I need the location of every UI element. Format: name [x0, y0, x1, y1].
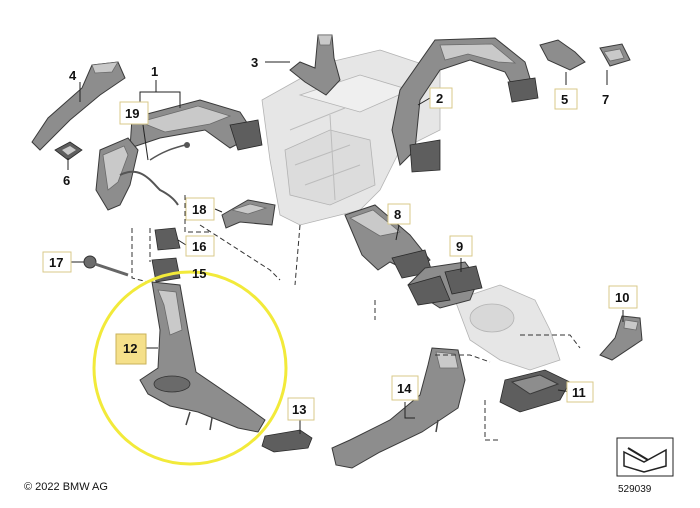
copyright-text: © 2022 BMW AG: [24, 481, 108, 493]
callout-14-label: 14: [397, 381, 412, 396]
part-10-vent: [599, 315, 643, 361]
part-4-duct: [31, 61, 126, 151]
callout-4-label: 4: [69, 68, 77, 83]
callout-13: 13: [287, 397, 315, 421]
part-8-duct: [344, 204, 433, 279]
callout-4: 4: [69, 68, 77, 83]
callout-2: 2: [429, 87, 453, 109]
callout-16-label: 16: [192, 239, 206, 254]
callout-19: 19: [119, 101, 149, 125]
callout-10: 10: [608, 285, 638, 309]
callout-13-label: 13: [292, 402, 306, 417]
reference-arrow-icon: [627, 447, 649, 461]
highlight-circle: [92, 270, 288, 466]
callout-3: 3: [251, 55, 258, 70]
diagram-reference-box: 529039: [616, 437, 674, 495]
part-6-clip: [54, 141, 83, 161]
callout-12: 12: [115, 333, 147, 365]
callout-1: 1: [151, 64, 158, 79]
callout-5-label: 5: [561, 92, 568, 107]
part-17-screw: [83, 255, 129, 277]
callout-11-label: 11: [572, 385, 586, 400]
part-3-duct: [289, 34, 341, 96]
diagram-number: 529039: [618, 484, 652, 495]
part-11-bracket: [499, 369, 571, 413]
callout-8: 8: [387, 203, 411, 225]
part-1-duct-assembly: [95, 99, 263, 211]
callout-7: 7: [602, 92, 609, 107]
callout-17-label: 17: [49, 255, 63, 270]
hvac-housing: [261, 49, 441, 226]
callout-9-label: 9: [456, 239, 463, 254]
cable-harness: [119, 142, 190, 206]
callout-5: 5: [554, 88, 578, 110]
blower-housing: [454, 284, 561, 371]
part-18-duct: [221, 199, 276, 229]
callout-9: 9: [449, 235, 473, 257]
callout-3-label: 3: [251, 55, 258, 70]
dashed-guides: [131, 195, 581, 441]
callout-17: 17: [42, 251, 72, 273]
part-14-duct: [331, 347, 466, 469]
part-2-duct: [391, 37, 539, 173]
part-13-vent: [261, 429, 313, 453]
part-12-duct: [139, 281, 266, 433]
callout-2-label: 2: [436, 91, 443, 106]
callout-8-label: 8: [394, 207, 401, 222]
callout-1-label: 1: [151, 64, 158, 79]
part-7-vent: [599, 43, 631, 67]
callout-11: 11: [566, 381, 594, 403]
part-5-vent: [539, 39, 586, 71]
callout-12-label: 12: [123, 341, 137, 356]
callout-leaders: [67, 61, 624, 434]
callout-14: 14: [391, 375, 419, 401]
callout-15-label: 15: [192, 266, 206, 281]
callout-16: 16: [185, 235, 215, 257]
callout-19-label: 19: [125, 106, 139, 121]
part-9-duct: [407, 261, 483, 309]
callout-6-label: 6: [63, 173, 70, 188]
callout-18: 18: [185, 197, 215, 221]
part-16-clip: [154, 227, 181, 251]
callout-10-label: 10: [615, 290, 629, 305]
callout-6: 6: [63, 173, 70, 188]
callout-15: 15: [192, 266, 206, 281]
callout-18-label: 18: [192, 202, 206, 217]
callout-7-label: 7: [602, 92, 609, 107]
